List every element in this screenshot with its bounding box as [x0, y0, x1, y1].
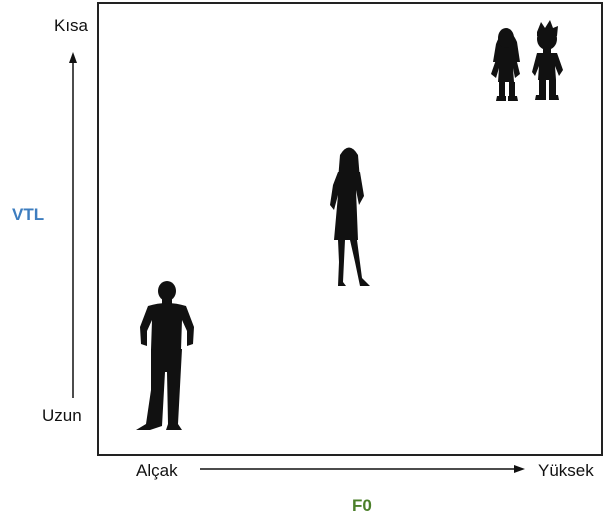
- y-axis-top-label: Kısa: [54, 16, 89, 35]
- y-axis-arrow: [69, 52, 77, 398]
- x-axis-arrow: [200, 465, 525, 473]
- man-silhouette-icon: [136, 281, 194, 430]
- boy-silhouette-icon: [532, 20, 563, 100]
- x-axis-right-label: Yüksek: [538, 461, 594, 480]
- plot-frame: [97, 2, 603, 456]
- x-axis-title: F0: [352, 496, 372, 515]
- x-axis-left-label: Alçak: [136, 461, 178, 480]
- y-axis-bottom-label: Uzun: [42, 406, 82, 425]
- girl-silhouette-icon: [491, 28, 520, 101]
- woman-silhouette-icon: [330, 147, 370, 286]
- y-axis-title: VTL: [12, 205, 45, 224]
